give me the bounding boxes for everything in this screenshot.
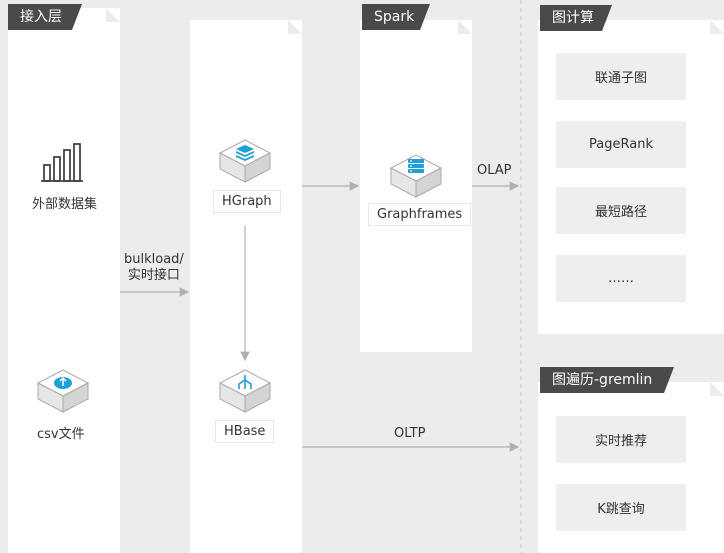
access-layer-tag: 接入层: [8, 4, 82, 30]
graph-compute-item: 最短路径: [556, 187, 686, 234]
oltp-label: OLTP: [394, 426, 426, 441]
storage-panel: [190, 20, 302, 553]
item-label: ……: [608, 271, 634, 286]
csv-file-label: csv文件: [29, 420, 93, 445]
panel-fold: [106, 8, 120, 22]
access-layer-panel: [8, 8, 120, 553]
graph-traversal-item: 实时推荐: [556, 416, 686, 463]
graph-traversal-tag: 图遍历-gremlin: [540, 367, 674, 393]
graph-compute-tag: 图计算: [540, 5, 612, 31]
branch-icon: [218, 369, 272, 413]
bulkload-label-line2: 实时接口: [127, 268, 180, 283]
spark-tag: Spark: [362, 4, 430, 30]
graphframes-label: Graphframes: [368, 203, 472, 226]
panel-fold: [710, 20, 724, 34]
graph-traversal-item: K跳查询: [556, 484, 686, 531]
database-stack-icon: [218, 139, 272, 183]
bulkload-label: bulkload/ 实时接口: [124, 252, 184, 284]
bulkload-label-line1: bulkload/: [124, 252, 184, 267]
external-dataset-label: 外部数据集: [24, 190, 106, 215]
item-label: 实时推荐: [594, 434, 647, 449]
panel-fold: [710, 382, 724, 396]
panel-fold: [288, 20, 302, 34]
item-label: PageRank: [589, 137, 653, 152]
item-label: K跳查询: [597, 502, 645, 517]
access-layer-title: 接入层: [20, 9, 62, 25]
olap-label: OLAP: [477, 163, 512, 178]
item-label: 最短路径: [594, 205, 647, 220]
hgraph-label: HGraph: [213, 190, 281, 213]
hbase-label: HBase: [215, 420, 275, 443]
server-icon: [389, 154, 443, 198]
graph-compute-title: 图计算: [552, 10, 594, 26]
spark-title: Spark: [374, 9, 415, 25]
upload-cloud-icon: [36, 369, 90, 413]
graph-compute-item: ……: [556, 255, 686, 302]
panel-fold: [458, 20, 472, 34]
graph-compute-item: 联通子图: [556, 53, 686, 100]
graph-traversal-title: 图遍历-gremlin: [552, 372, 653, 388]
bar-chart-icon: [41, 143, 83, 182]
item-label: 联通子图: [594, 71, 647, 86]
graph-compute-item: PageRank: [556, 121, 686, 168]
